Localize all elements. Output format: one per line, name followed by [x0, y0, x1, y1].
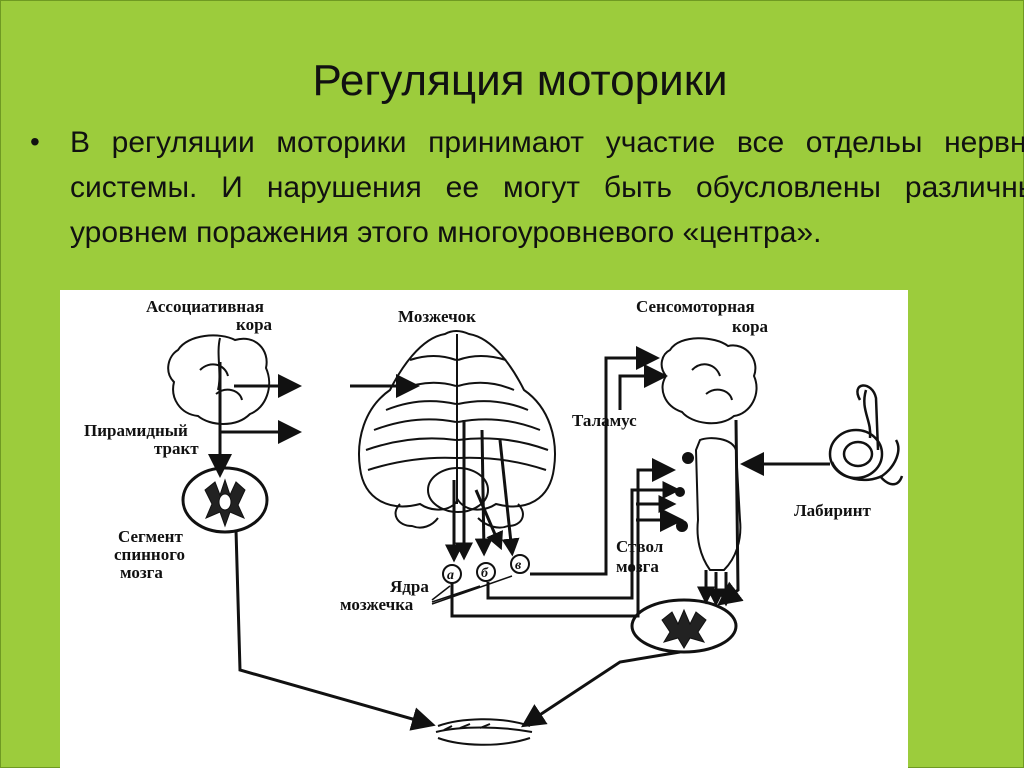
label-nuclei: Ядра — [390, 577, 429, 596]
bullet-marker: • — [30, 126, 40, 157]
label-associative-cortex: Ассоциативная — [146, 297, 264, 316]
label-pyramidal-tract: Пирамидный — [84, 421, 188, 440]
motor-regulation-diagram: а б в Ассоциативная кора Пирамидный трак… — [60, 290, 908, 768]
label-segment-3: мозга — [120, 563, 163, 582]
nucleus-a-circle — [442, 564, 462, 584]
label-sensorimotor-cortex-2: кора — [732, 317, 769, 336]
label-nuclei-2: мозжечка — [340, 595, 414, 614]
label-cerebellum: Мозжечок — [398, 307, 476, 326]
label-brainstem-2: мозга — [616, 557, 659, 576]
bullet-text: В регуляции моторики принимают участие в… — [70, 126, 1024, 249]
cerebellar-nuclei: а б в — [431, 554, 530, 605]
slide-title: Регуляция моторики — [312, 56, 728, 105]
brainstem-drawing — [675, 437, 742, 571]
pathway-arrows — [208, 346, 830, 731]
bullet-block: • В регуляции моторики принимают участие… — [28, 118, 1024, 288]
nucleus-b-label: б — [481, 566, 489, 581]
nucleus-v-label: в — [515, 558, 522, 573]
label-segment-2: спинного — [114, 545, 185, 564]
label-segment: Сегмент — [118, 527, 183, 546]
label-labyrinth: Лабиринт — [794, 501, 872, 520]
muscle-drawing — [435, 718, 533, 746]
label-brainstem: Ствол — [616, 537, 664, 556]
nucleus-a-label: а — [447, 568, 454, 583]
nucleus-b-circle — [476, 562, 496, 582]
spinal-segment-left — [181, 466, 269, 534]
sensorimotor-cortex-drawing — [660, 337, 758, 425]
labyrinth-drawing — [828, 384, 904, 486]
spinal-segment-right — [630, 598, 738, 654]
label-thalamus: Таламус — [572, 411, 637, 430]
label-sensorimotor-cortex: Сенсомоторная — [636, 297, 755, 316]
cerebellum-drawing — [358, 330, 556, 529]
nucleus-v-circle — [510, 554, 530, 574]
label-associative-cortex-2: кора — [236, 315, 273, 334]
label-pyramidal-tract-2: тракт — [154, 439, 199, 458]
